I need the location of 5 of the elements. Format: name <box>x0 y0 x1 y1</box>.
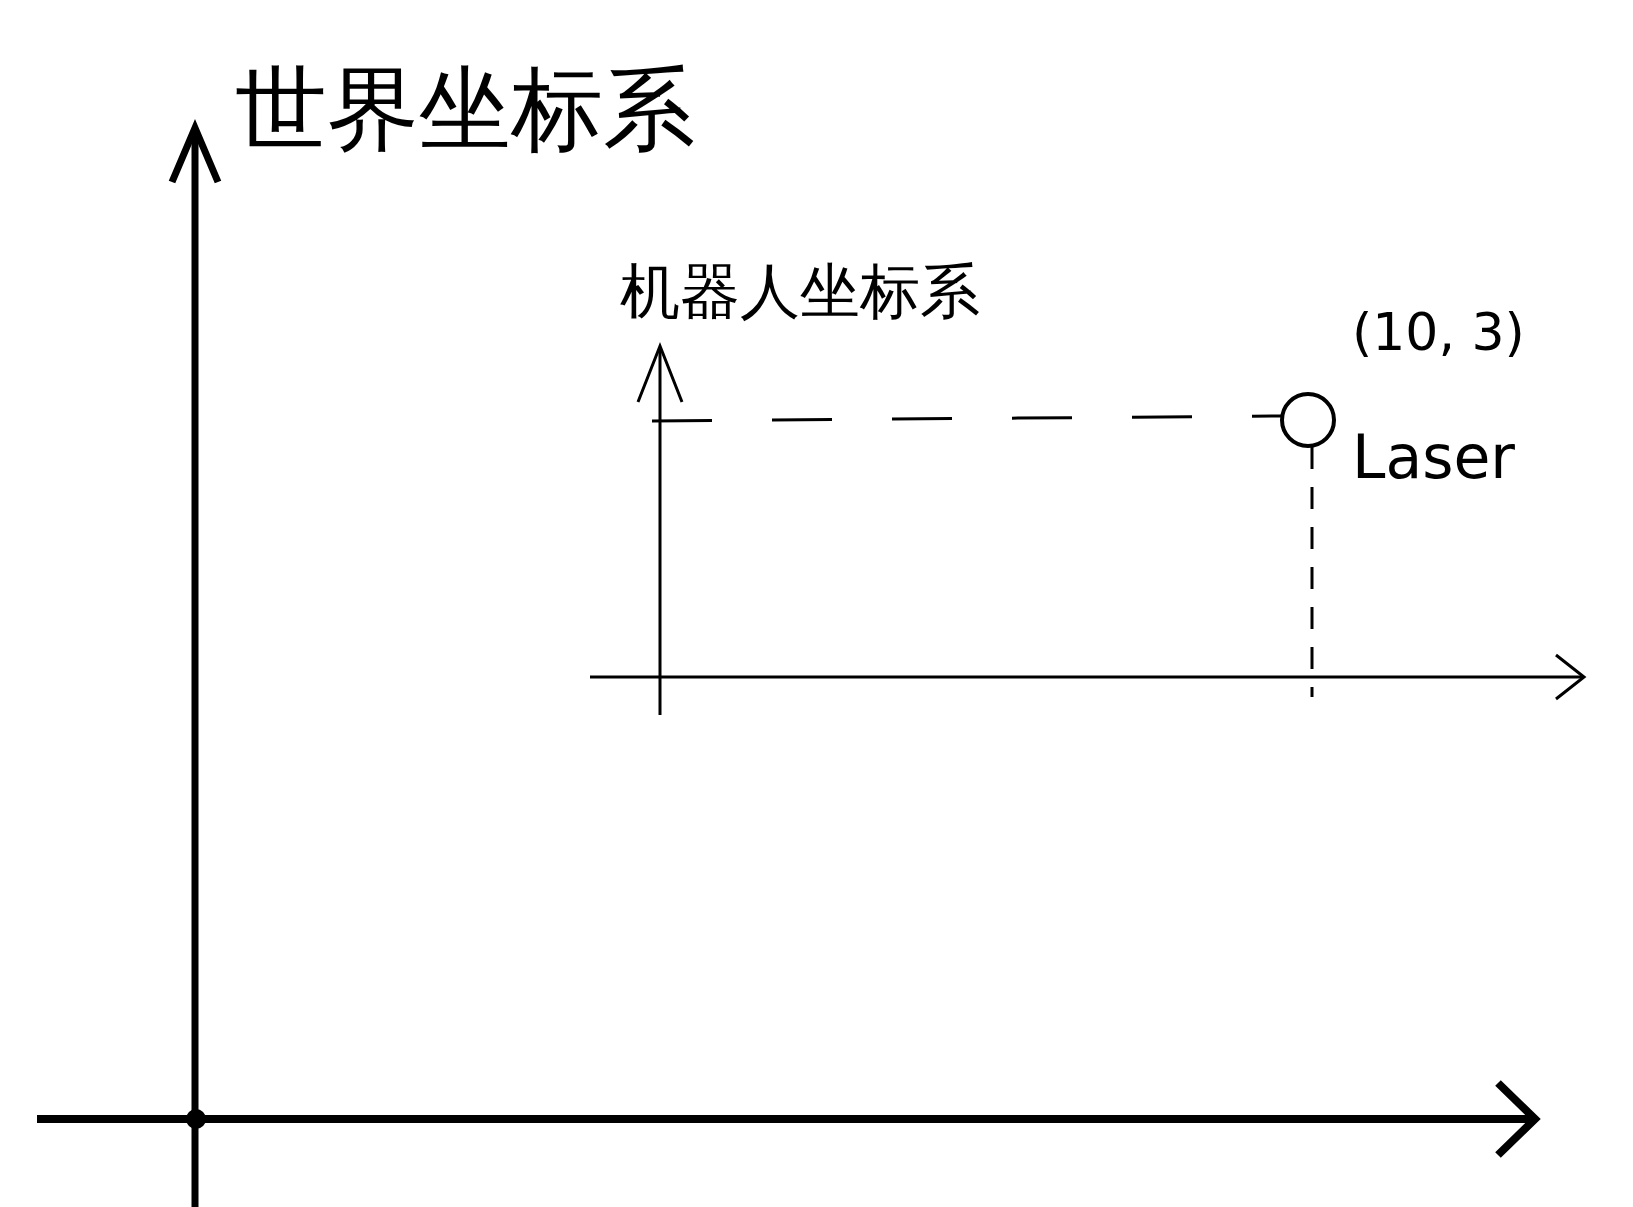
axis-title: 机器人坐标系 <box>620 255 980 328</box>
point-marker <box>1279 391 1337 449</box>
coordinate-label: (10, 3) <box>1352 302 1525 362</box>
axis-title: 世界坐标系 <box>235 55 695 165</box>
point-label: Laser <box>1352 422 1516 492</box>
